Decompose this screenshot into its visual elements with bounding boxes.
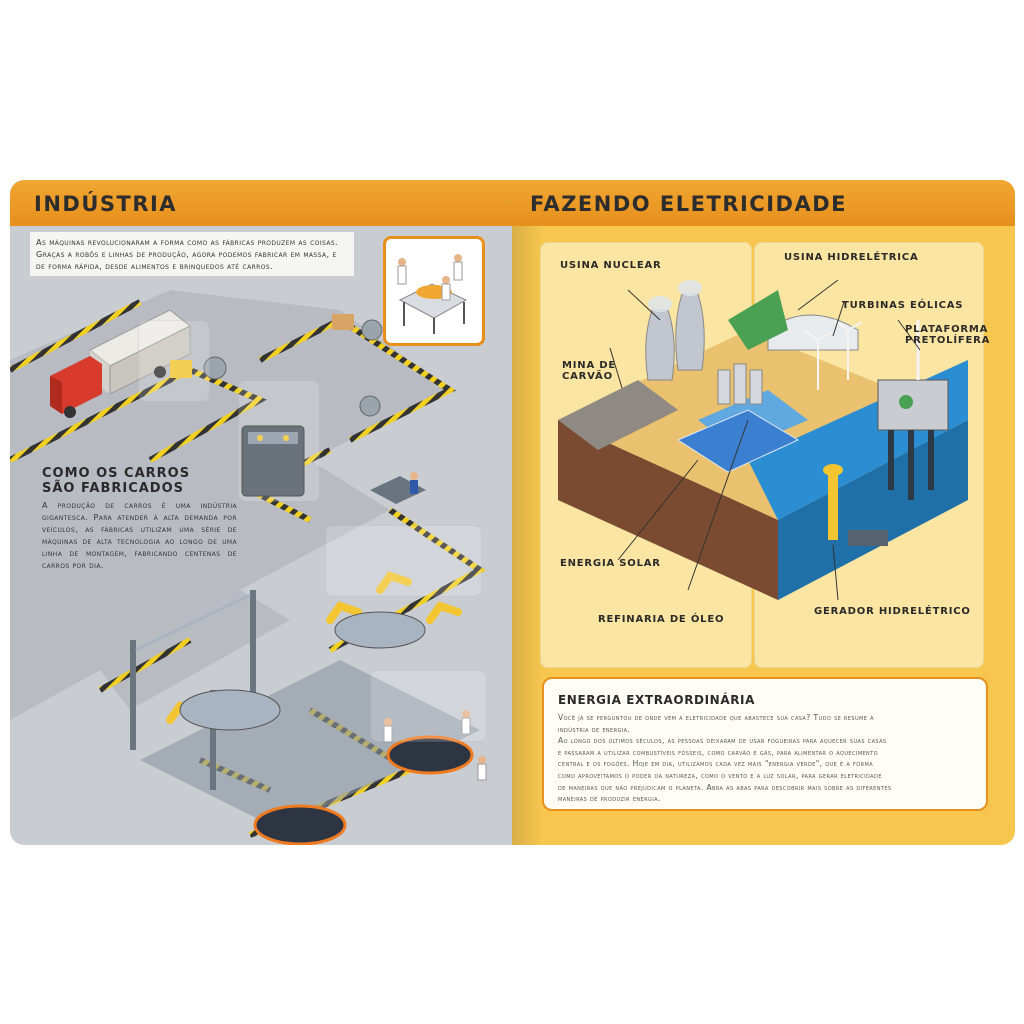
- flap-press-machine[interactable]: [238, 380, 320, 502]
- label-coal-mine: MINA DE CARVÃO: [562, 360, 616, 382]
- left-page-title: INDÚSTRIA: [34, 192, 178, 216]
- label-oil-platform: PLATAFORMA PRETOLÍFERA: [905, 324, 990, 346]
- panel-line: maneiras de produzir energia.: [558, 794, 661, 804]
- label-oil-refinery: REFINARIA DE ÓLEO: [598, 614, 725, 625]
- cars-section-title-line-1: COMO OS CARROS: [42, 466, 191, 481]
- right-page-electricity: FAZENDO ELETRICIDADE: [512, 180, 1015, 845]
- panel-line: Ao longo dos últimos séculos, as pessoas…: [558, 736, 887, 746]
- label-oil-platform-line-1: PLATAFORMA: [905, 324, 989, 335]
- factory-floor-illustration: [10, 290, 487, 845]
- flap-robot-assembly[interactable]: [325, 525, 482, 597]
- panel-line: e passaram a utilizar combustíveis fósse…: [558, 747, 878, 757]
- label-solar-energy: ENERGIA SOLAR: [560, 558, 661, 569]
- cars-section-text: A produção de carros é uma indústria gig…: [42, 501, 237, 570]
- panel-line: como aproveitamos o poder da natureza, c…: [558, 770, 882, 780]
- flap-truck-delivery[interactable]: [138, 320, 210, 402]
- panel-line: indústria de energia.: [558, 724, 631, 734]
- label-nuclear-plant: USINA NUCLEAR: [560, 260, 662, 271]
- label-hydro-generator: GERADOR HIDRELÉTRICO: [814, 606, 971, 617]
- cars-section-title-line-2: SÃO FABRICADOS: [42, 481, 185, 496]
- extraordinary-energy-panel: ENERGIA EXTRAORDINÁRIA Você já se pergun…: [542, 677, 988, 811]
- panel-line: Você já se perguntou de onde vem a eletr…: [558, 713, 874, 722]
- right-page-title: FAZENDO ELETRICIDADE: [530, 192, 847, 216]
- panel-line: central e os fogões. Hoje em dia, utiliz…: [558, 759, 874, 769]
- right-header-bar: [512, 180, 1015, 226]
- energy-landscape-illustration: [558, 279, 968, 601]
- label-coal-mine-line-1: MINA DE: [562, 360, 616, 371]
- open-book: INDÚSTRIA As máquinas revolucionaram a f…: [10, 180, 1015, 845]
- panel-title: ENERGIA EXTRAORDINÁRIA: [558, 693, 756, 707]
- label-wind-turbines: TURBINAS EÓLICAS: [842, 300, 964, 311]
- cars-section-title: COMO OS CARROS SÃO FABRICADOS: [42, 466, 242, 496]
- design-workers-illustration: [397, 254, 468, 334]
- left-page-industry: INDÚSTRIA As máquinas revolucionaram a f…: [10, 180, 512, 845]
- industry-intro-text: As máquinas revolucionaram a forma como …: [30, 232, 354, 276]
- label-hydro-plant: USINA HIDRELÉTRICA: [784, 252, 919, 263]
- label-oil-platform-line-2: PRETOLÍFERA: [905, 335, 991, 346]
- panel-text: Você já se perguntou de onde vem a eletr…: [558, 712, 972, 805]
- label-coal-mine-line-2: CARVÃO: [562, 371, 613, 382]
- left-header-bar: [10, 180, 512, 226]
- panel-line: de maneiras que não prejudicam o planeta…: [558, 782, 892, 792]
- flap-finished-car[interactable]: [370, 670, 487, 742]
